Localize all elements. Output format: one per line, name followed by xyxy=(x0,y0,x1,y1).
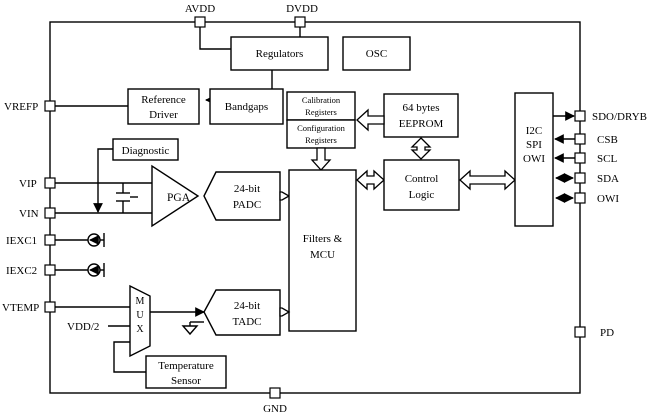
pin-iexc2-label: IEXC2 xyxy=(6,265,37,277)
tadc-block: 24-bit TADC xyxy=(203,289,281,336)
reference-driver-label-1: Reference xyxy=(141,94,186,106)
ground-symbol xyxy=(181,321,204,336)
sensor-to-mux-wire xyxy=(113,341,146,373)
pin-iexc1: IEXC1 xyxy=(6,234,56,247)
eeprom-label-1: 64 bytes xyxy=(403,102,440,114)
pin-vrefp-label: VREFP xyxy=(4,101,38,113)
control-interface-arrow xyxy=(459,169,516,191)
regulators-label: Regulators xyxy=(256,48,304,60)
control-logic-block: Control Logic xyxy=(383,159,460,211)
control-logic-label-2: Logic xyxy=(409,189,435,201)
bandgaps-block: Bandgaps xyxy=(209,88,284,125)
mux-label-u: U xyxy=(136,310,144,321)
interface-label-2: SPI xyxy=(526,139,542,151)
pin-vip-label: VIP xyxy=(19,178,37,190)
reference-driver-label-2: Driver xyxy=(149,109,178,121)
pin-gnd-label: GND xyxy=(263,403,287,415)
pin-iexc1-label: IEXC1 xyxy=(6,235,37,247)
pin-pd-label: PD xyxy=(600,327,614,339)
iexc1-source xyxy=(54,233,105,247)
pin-pd: PD xyxy=(574,326,614,339)
pin-vrefp: VREFP xyxy=(4,100,56,113)
pin-scl-label: SCL xyxy=(597,153,617,165)
filters-control-arrow xyxy=(356,169,385,191)
pin-csb: CSB xyxy=(574,133,618,146)
configuration-registers-label-2: Registers xyxy=(305,135,337,145)
registers-to-filters-arrow xyxy=(310,147,332,171)
pin-avdd: AVDD xyxy=(185,3,215,28)
pga-label: PGA xyxy=(167,192,191,204)
tadc-label-2: TADC xyxy=(232,316,261,328)
interface-label-3: OWI xyxy=(523,153,545,165)
filters-mcu-label-1: Filters & xyxy=(303,233,343,245)
padc-block: 24-bit PADC xyxy=(203,171,281,221)
input-wiring xyxy=(54,182,152,214)
osc-block: OSC xyxy=(342,36,411,71)
eeprom-control-arrow xyxy=(410,137,432,160)
interface-block: I2C SPI OWI xyxy=(514,92,554,227)
padc-label-2: PADC xyxy=(233,199,261,211)
tadc-label-1: 24-bit xyxy=(234,300,260,312)
pin-vip: VIP xyxy=(19,177,56,190)
padc-to-filters-arrow xyxy=(279,191,291,201)
temperature-sensor-block: Temperature Sensor xyxy=(145,355,227,389)
configuration-registers-block: Configuration Registers xyxy=(286,119,356,149)
pin-owi: OWI xyxy=(574,192,619,205)
mux-label-x: X xyxy=(136,324,144,335)
interface-wiring xyxy=(553,111,575,203)
mux-label-m: M xyxy=(136,296,145,307)
bandgaps-label: Bandgaps xyxy=(225,101,268,113)
tadc-to-filters-arrow xyxy=(279,307,291,317)
calibration-registers-label-1: Calibration xyxy=(302,95,341,105)
filters-mcu-label-2: MCU xyxy=(310,249,335,261)
reference-driver-block: Reference Driver xyxy=(127,88,200,125)
temperature-sensor-label-1: Temperature xyxy=(158,360,214,372)
pin-sda-label: SDA xyxy=(597,173,619,185)
vdd2-label: VDD/2 xyxy=(67,321,99,333)
osc-label: OSC xyxy=(366,48,387,60)
configuration-registers-label-1: Configuration xyxy=(297,123,345,133)
control-logic-label-1: Control xyxy=(405,173,439,185)
pin-owi-label: OWI xyxy=(597,193,619,205)
regulators-block: Regulators xyxy=(230,36,329,71)
pin-vin: VIN xyxy=(19,207,56,220)
eeprom-label-2: EEPROM xyxy=(399,118,444,130)
pin-vtemp: VTEMP xyxy=(2,301,56,314)
temperature-sensor-label-2: Sensor xyxy=(171,375,201,387)
pin-csb-label: CSB xyxy=(597,134,618,146)
pin-sdo-dryb-label: SDO/DRYB xyxy=(592,111,647,123)
pin-gnd: GND xyxy=(263,387,287,415)
pin-sda: SDA xyxy=(574,172,619,185)
filters-mcu-block: Filters & MCU xyxy=(288,169,357,332)
diagnostic-block: Diagnostic xyxy=(112,138,179,161)
eeprom-block: 64 bytes EEPROM xyxy=(383,93,459,138)
pin-avdd-label: AVDD xyxy=(185,3,215,15)
mux-block: M U X xyxy=(129,284,151,358)
pin-dvdd-label: DVDD xyxy=(286,3,318,15)
pin-iexc2: IEXC2 xyxy=(6,264,56,277)
pin-dvdd: DVDD xyxy=(286,3,318,28)
pin-vtemp-label: VTEMP xyxy=(2,302,39,314)
pga-amplifier: PGA xyxy=(151,164,200,228)
padc-label-1: 24-bit xyxy=(234,183,260,195)
calibration-registers-label-2: Registers xyxy=(305,107,337,117)
calibration-registers-block: Calibration Registers xyxy=(286,91,356,121)
pin-vin-label: VIN xyxy=(19,208,39,220)
diagnostic-wire xyxy=(93,148,113,213)
iexc2-source xyxy=(54,263,105,277)
pin-sdo-dryb: SDO/DRYB xyxy=(574,110,647,123)
eeprom-to-registers-arrow xyxy=(356,108,385,132)
diagnostic-label: Diagnostic xyxy=(122,145,170,157)
pin-scl: SCL xyxy=(574,152,617,165)
interface-label-1: I2C xyxy=(526,125,543,137)
